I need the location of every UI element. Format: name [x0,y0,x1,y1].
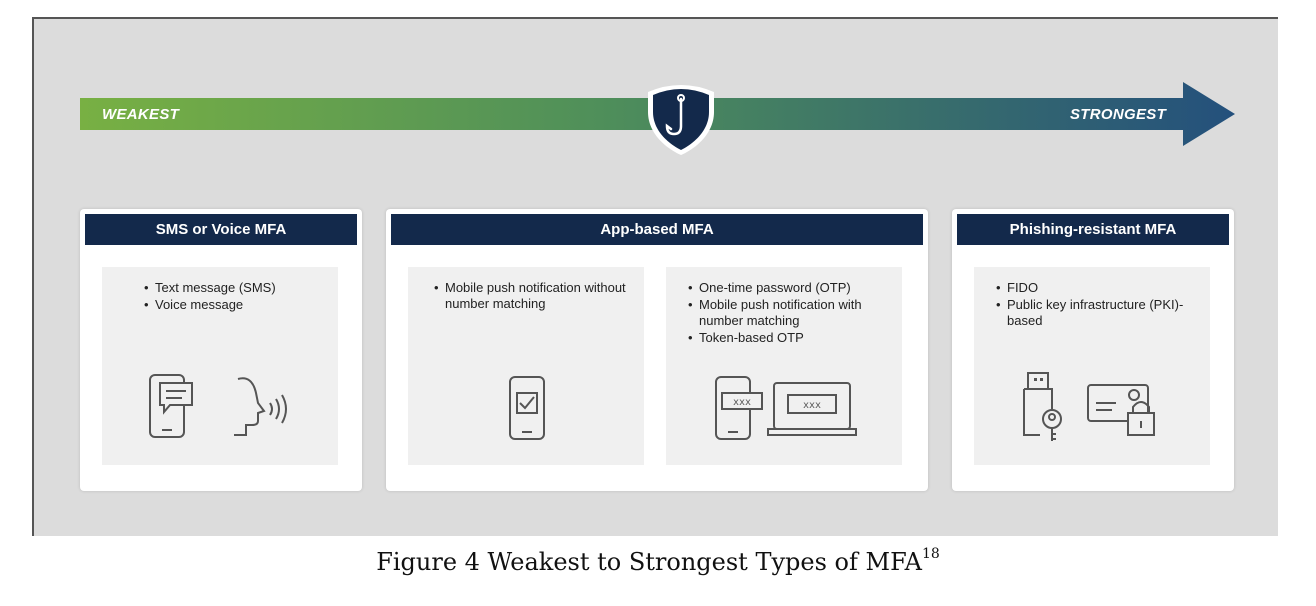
list-item: Mobile push notification with number mat… [688,297,898,329]
list-item: Public key infrastructure (PKI)-based [996,297,1201,329]
panel-app-based: App-based MFA Mobile push notification w… [386,209,928,491]
phone-check-icon [509,376,545,440]
strongest-label: STRONGEST [1070,106,1167,123]
svg-text:xxx: xxx [803,400,821,411]
caption-text: Figure 4 Weakest to Strongest Types of M… [376,548,922,576]
bullet-list: Text message (SMS) Voice message [144,280,276,314]
mfa-figure: WEAKEST STRONGEST SMS or Voice MFA Text … [32,17,1278,536]
list-item: FIDO [996,280,1201,296]
panel-title: SMS or Voice MFA [85,214,357,245]
bullet-list: One-time password (OTP) Mobile push noti… [688,280,898,347]
panel-sms-voice: SMS or Voice MFA Text message (SMS) Voic… [80,209,362,491]
strength-arrow [80,82,1235,155]
laptop-otp-icon: xxx [767,382,857,436]
figure-caption: Figure 4 Weakest to Strongest Types of M… [0,546,1316,576]
list-item: Mobile push notification without number … [434,280,634,312]
card-sms-voice: Text message (SMS) Voice message [102,267,338,465]
phone-chat-icon [149,374,287,438]
bullet-list: Mobile push notification without number … [434,280,634,313]
card-fido-pki: FIDO Public key infrastructure (PKI)-bas… [974,267,1210,465]
panel-phishing-resistant: Phishing-resistant MFA FIDO Public key i… [952,209,1234,491]
bullet-list: FIDO Public key infrastructure (PKI)-bas… [996,280,1201,330]
list-item: Token-based OTP [688,330,898,346]
phone-otp-icon: xxx xxx [715,376,857,440]
svg-text:xxx: xxx [733,397,751,408]
caption-footnote-ref: 18 [921,546,940,562]
panel-title: Phishing-resistant MFA [957,214,1229,245]
id-card-lock-icon [1087,384,1155,436]
card-push-no-matching: Mobile push notification without number … [408,267,644,465]
shield-fishhook-icon [648,85,714,155]
list-item: Text message (SMS) [144,280,276,296]
usb-key-icon [1023,372,1155,441]
list-item: One-time password (OTP) [688,280,898,296]
card-otp: One-time password (OTP) Mobile push noti… [666,267,902,465]
voice-speaking-icon [234,377,287,436]
weakest-label: WEAKEST [102,106,180,123]
panel-title: App-based MFA [391,214,923,245]
list-item: Voice message [144,297,276,313]
